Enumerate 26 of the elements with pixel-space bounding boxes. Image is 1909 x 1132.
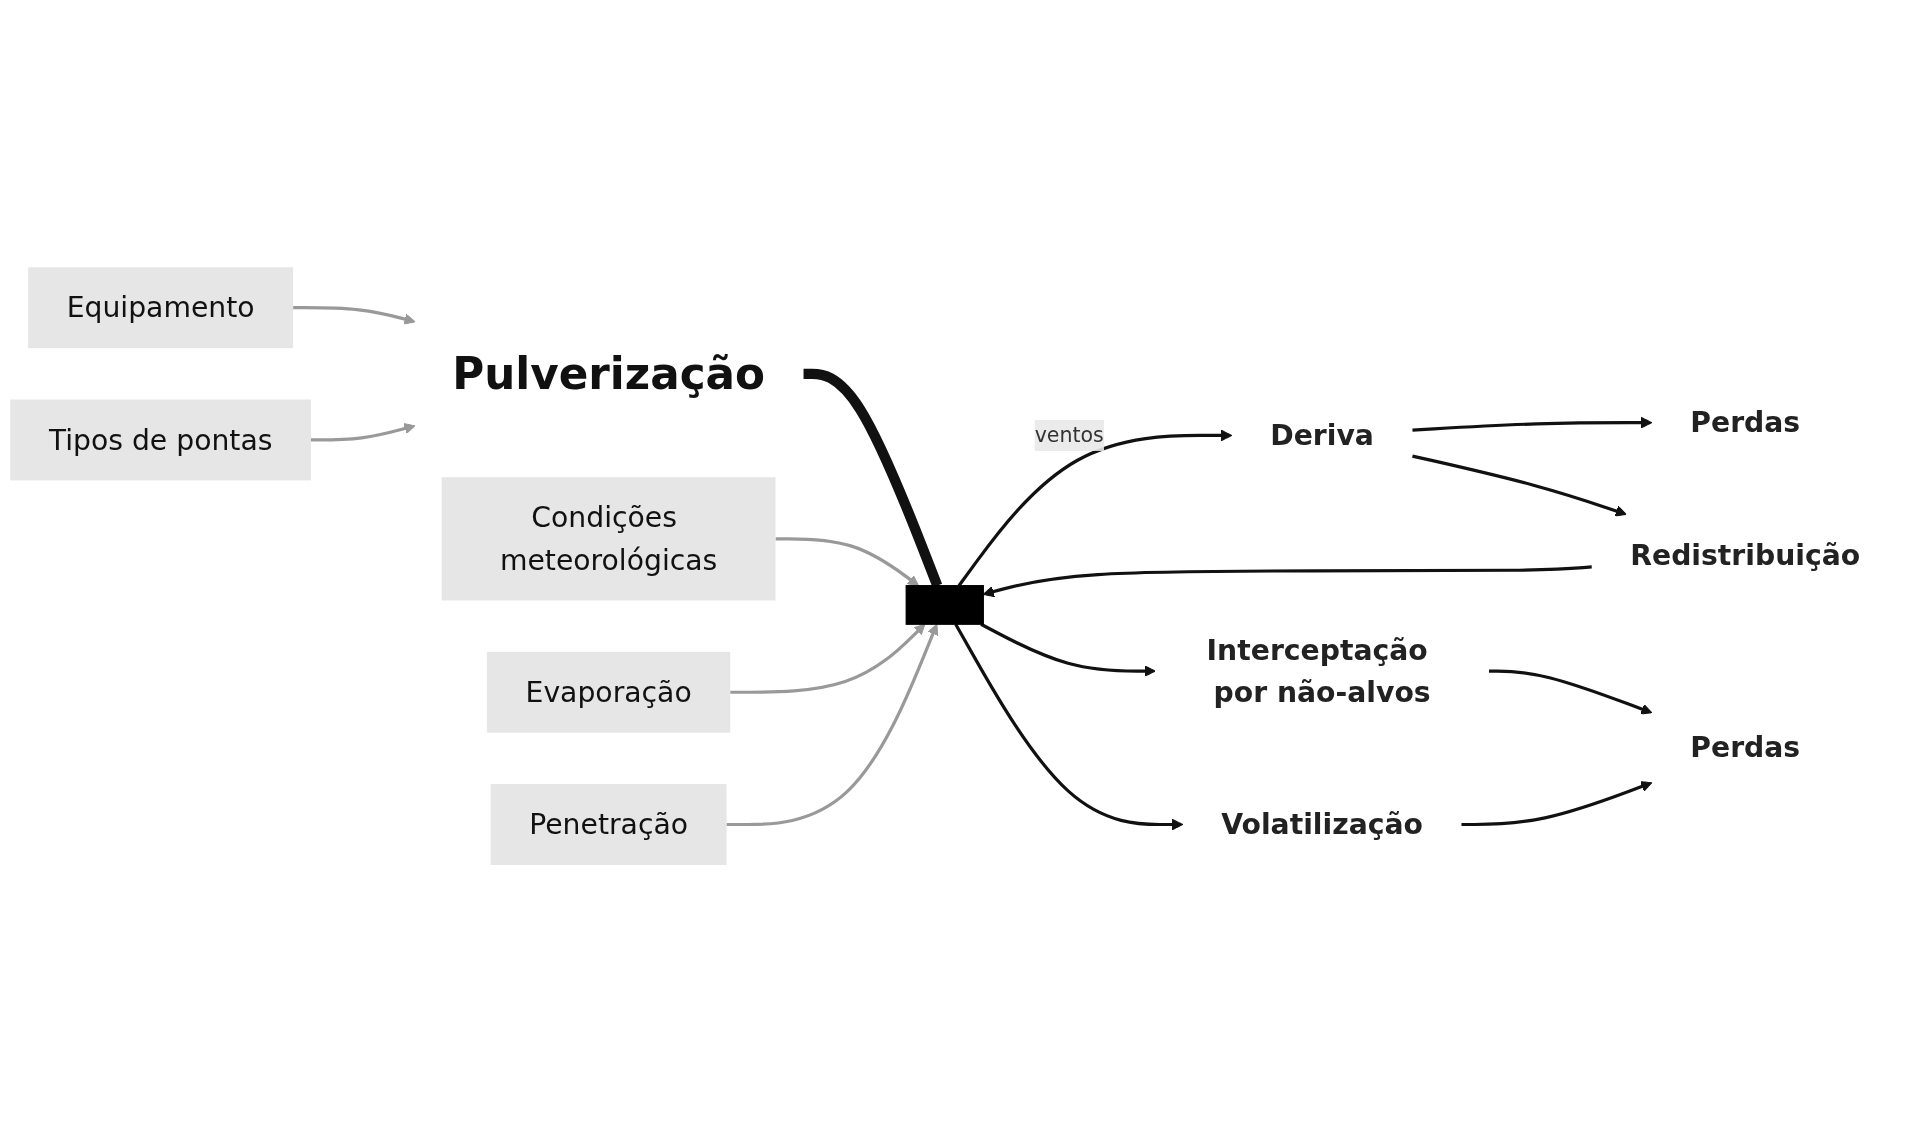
arrow	[980, 622, 1156, 677]
arrow	[954, 623, 1184, 831]
node-text: Pulverização	[452, 347, 766, 399]
node-box: Equipamento	[28, 267, 294, 349]
arrow	[1461, 780, 1653, 826]
arrow	[310, 422, 416, 442]
arrow	[730, 623, 926, 694]
arrow	[957, 429, 1233, 587]
node-box: Tipos de pontas	[10, 399, 311, 481]
node-box: Penetração	[490, 783, 727, 865]
node-text: Deriva	[1270, 419, 1374, 452]
node-box: Condições meteorológicas	[441, 477, 776, 601]
node-text: Perdas	[1690, 731, 1801, 764]
node-text: Redistribuição	[1630, 538, 1861, 571]
arrow	[1412, 416, 1653, 432]
node-text: Volatilização	[1221, 808, 1423, 841]
arrow	[775, 537, 920, 587]
node-bar	[905, 584, 984, 625]
node-text: Perdas	[1690, 406, 1801, 439]
arrow	[1412, 454, 1627, 517]
node-text: Interceptação por não-alvos	[1206, 633, 1431, 709]
arrow	[293, 306, 416, 325]
node-box: Evaporação	[487, 651, 731, 733]
arrow	[1489, 669, 1653, 715]
edge-label: ventos	[1034, 422, 1104, 447]
arrow	[726, 623, 939, 826]
